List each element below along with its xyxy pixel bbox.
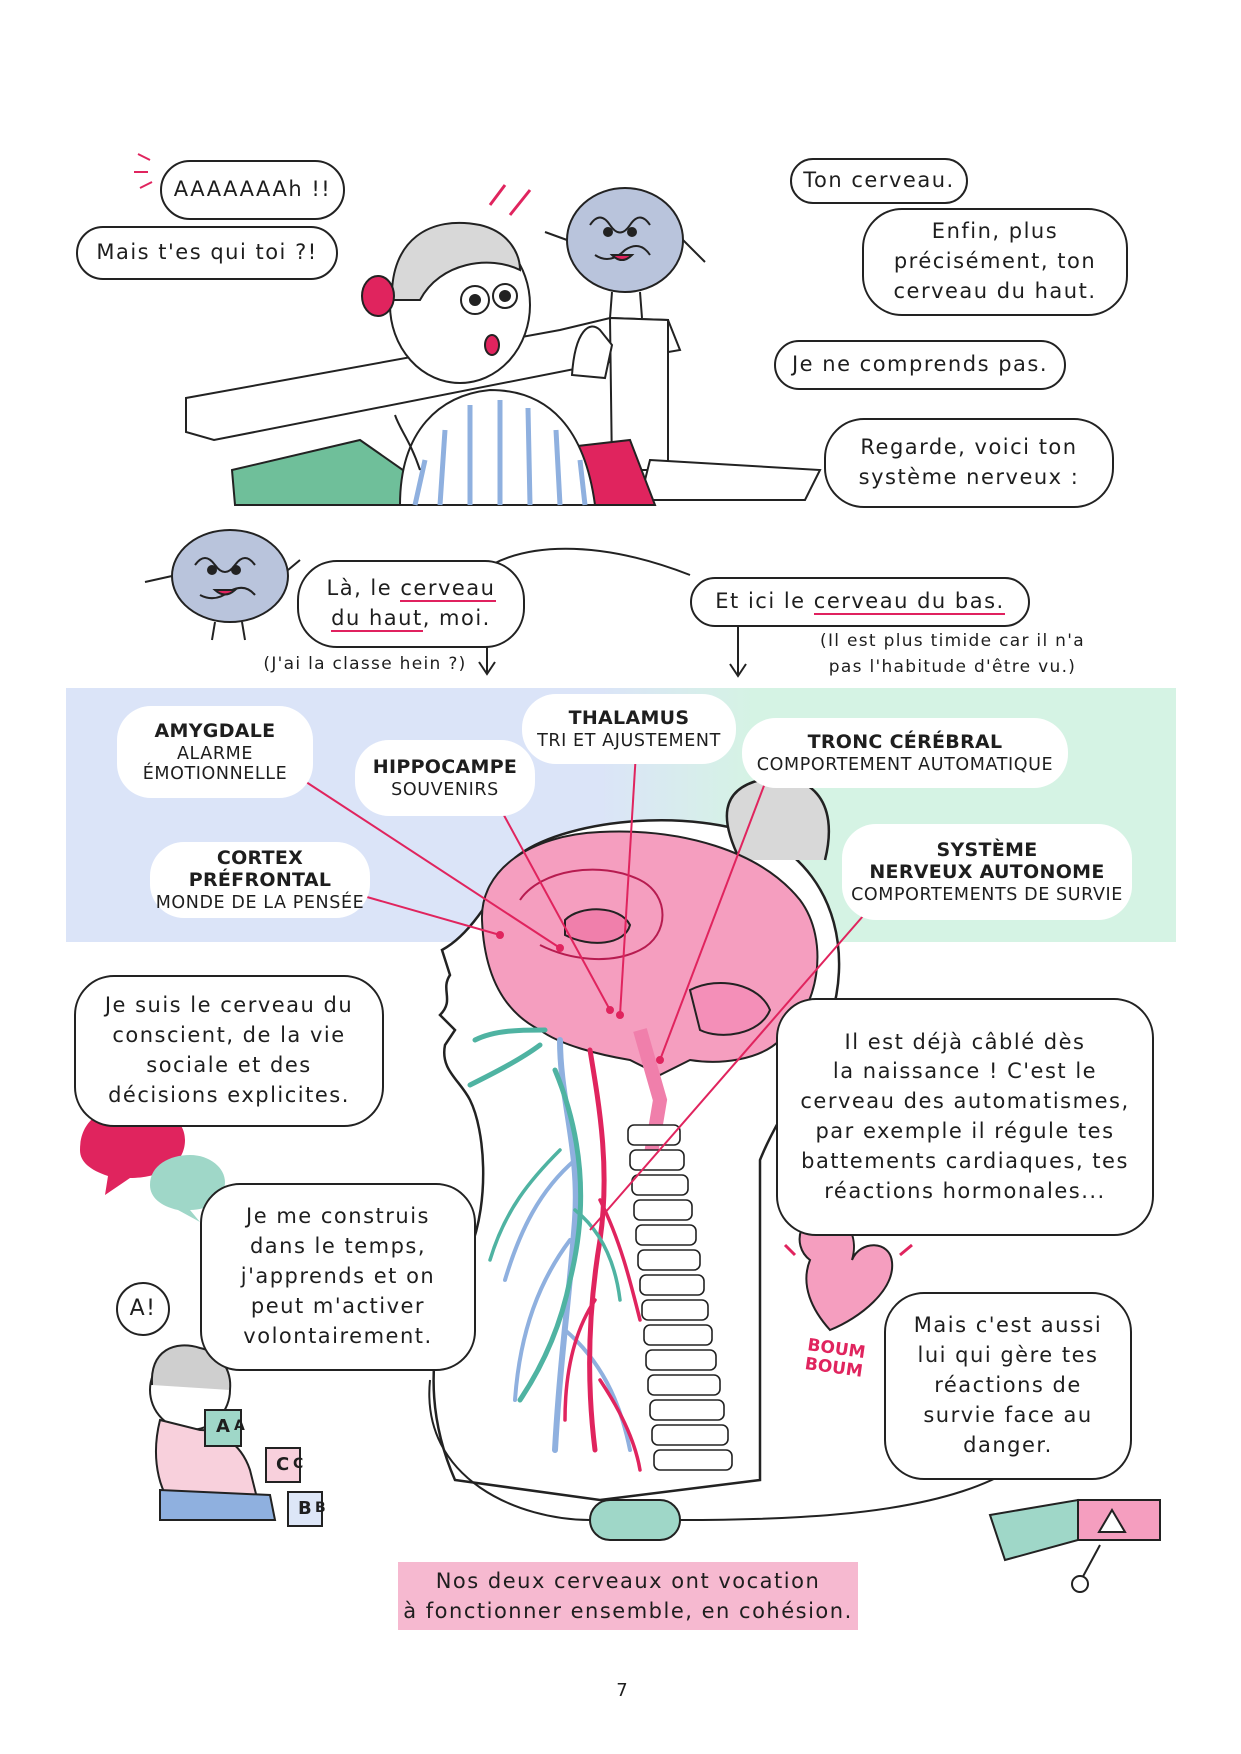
conscious-line-3: sociale et des [146,1053,312,1077]
survival-line-1: Mais c'est aussi [913,1313,1103,1338]
build-line-5: volontairement. [243,1323,433,1348]
precisely-line-2: précisément, ton [893,249,1097,274]
lower-brain-prefix: Et ici le [715,589,814,614]
woman-illustration [361,184,614,506]
tronc-title: TRONC CÉRÉBRAL [807,731,1003,753]
baby-illustration [149,1344,323,1527]
look-bubble: Regarde, voici ton système nerveux : [824,418,1114,508]
label-amygdale: AMYGDALE ALARME ÉMOTIONNELLE [117,706,313,798]
build-line-3: j'apprends et on [240,1264,436,1289]
amygdale-sub-1: ALARME [176,744,253,764]
look-line-1: Regarde, voici ton [860,435,1078,460]
scream-text: AAAAAAAh !! [173,177,332,202]
wired-line-3: cerveau des automatismes, [800,1089,1130,1114]
precisely-line-1: Enfin, plus [931,219,1059,244]
lower-brain-bubble: Et ici le cerveau du bas. [690,577,1030,627]
label-hippocampe: HIPPOCAMPE SOUVENIRS [355,740,535,816]
conscious-line-2: conscient, de la vie [112,1023,346,1048]
shy-line-1: (Il est plus timide car il n'a [820,631,1085,651]
build-bubble: Je me construis dans le temps, j'apprend… [200,1183,476,1371]
survival-line-2: lui qui gère tes [917,1343,1099,1368]
survival-line-4: survie face au [923,1402,1093,1427]
cortex-title: CORTEX PRÉFRONTAL [188,847,332,891]
upper-brain-prefix: Là, le [326,576,401,601]
spine [627,1124,733,1471]
look-line-2: système nerveux : [858,465,1080,489]
systeme-title-1: SYSTÈME [936,839,1038,861]
upper-brain-bubble: Là, le cerveau du haut, moi. [297,560,525,648]
block-letter-c: C [276,1454,290,1475]
wired-line-2: la naissance ! C'est le [832,1059,1098,1084]
baby-bubble: A! [116,1282,170,1336]
nerve-network [467,1027,642,1472]
upper-brain-line-1: Là, le cerveau [327,574,496,604]
who-bubble: Mais t'es qui toi ?! [76,226,338,280]
block-letter-a-side: A [234,1418,245,1434]
conclusion-line-1: Nos deux cerveaux ont vocation [435,1568,821,1593]
wired-line-1: Il est déjà câblé dès [844,1029,1086,1054]
your-brain-text: Ton cerveau. [803,168,955,193]
build-line-2: dans le temps, [249,1234,427,1259]
label-tronc: TRONC CÉRÉBRAL COMPORTEMENT AUTOMATIQUE [742,718,1068,788]
block-letter-c-side: C [293,1456,304,1472]
survival-line-3: réactions de [934,1373,1082,1398]
label-cortex: CORTEX PRÉFRONTAL MONDE DE LA PENSÉE [150,842,370,918]
baby-text: A! [129,1296,157,1322]
upper-brain-underline-1: cerveau [400,576,496,603]
dont-understand-bubble: Je ne comprends pas. [774,340,1066,390]
your-brain-bubble: Ton cerveau. [790,158,968,204]
danger-gauge-icon [988,1498,1161,1593]
upper-brain-suffix: , moi. [422,606,491,630]
hippocampe-title: HIPPOCAMPE [372,756,518,778]
wired-bubble: Il est déjà câblé dès la naissance ! C'e… [776,998,1154,1236]
lower-brain-text: Et ici le cerveau du bas. [715,587,1005,617]
thalamus-title: THALAMUS [568,707,690,729]
thalamus-sub: TRI ET AJUSTEMENT [537,731,721,751]
label-systeme: SYSTÈME NERVEUX AUTONOME COMPORTEMENTS D… [842,824,1132,920]
hippocampe-sub: SOUVENIRS [391,780,499,800]
survival-line-5: danger. [963,1432,1053,1457]
block-letter-a: A [216,1416,230,1437]
dont-understand-text: Je ne comprends pas. [791,352,1049,377]
build-line-1: Je me construis [246,1204,430,1229]
label-pointer-lines [299,751,871,1231]
tronc-sub: COMPORTEMENT AUTOMATIQUE [756,755,1054,775]
wired-line-6: réactions hormonales... [824,1178,1106,1203]
classy-aside: (J'ai la classe hein ?) [263,654,467,674]
amygdale-title: AMYGDALE [154,720,276,742]
wired-line-5: battements cardiaques, tes [801,1148,1129,1173]
wired-line-4: par exemple il régule tes [815,1119,1115,1143]
precisely-bubble: Enfin, plus précisément, ton cerveau du … [862,208,1128,316]
conscious-bubble: Je suis le cerveau du conscient, de la v… [74,975,384,1127]
block-letter-b-side: B [315,1500,326,1516]
boum-text: BOUM BOUM [804,1335,867,1381]
scream-burst [134,153,153,189]
conscious-line-4: décisions explicites. [108,1082,350,1107]
cortex-sub: MONDE DE LA PENSÉE [155,893,365,913]
block-letter-b: B [298,1498,312,1519]
systeme-sub: COMPORTEMENTS DE SURVIE [851,885,1123,905]
conclusion-banner: Nos deux cerveaux ont vocation à fonctio… [398,1562,858,1630]
systeme-title-2: NERVEUX AUTONOME [869,861,1105,883]
build-line-4: peut m'activer [250,1293,426,1318]
shy-line-2: pas l'habitude d'être vu.) [828,657,1077,678]
label-thalamus: THALAMUS TRI ET AJUSTEMENT [522,694,736,764]
shy-aside: (Il est plus timide car il n'a pas l'hab… [810,628,1095,681]
survival-bubble: Mais c'est aussi lui qui gère tes réacti… [884,1292,1132,1480]
conscious-line-1: Je suis le cerveau du [104,993,354,1018]
conclusion-line-2: à fonctionner ensemble, en cohésion. [403,1599,853,1623]
page-number: 7 [616,1680,628,1701]
precisely-line-3: cerveau du haut. [893,278,1097,303]
upper-brain-line-2: du haut, moi. [331,604,491,634]
amygdale-sub-2: ÉMOTIONNELLE [142,764,288,784]
who-text: Mais t'es qui toi ?! [96,240,318,265]
brain-character-middle [144,529,301,641]
scream-bubble: AAAAAAAh !! [160,160,345,220]
upper-brain-underline-2: du haut [331,606,423,632]
lower-brain-underline: cerveau du bas. [813,589,1005,616]
brain-character-top [544,187,706,319]
